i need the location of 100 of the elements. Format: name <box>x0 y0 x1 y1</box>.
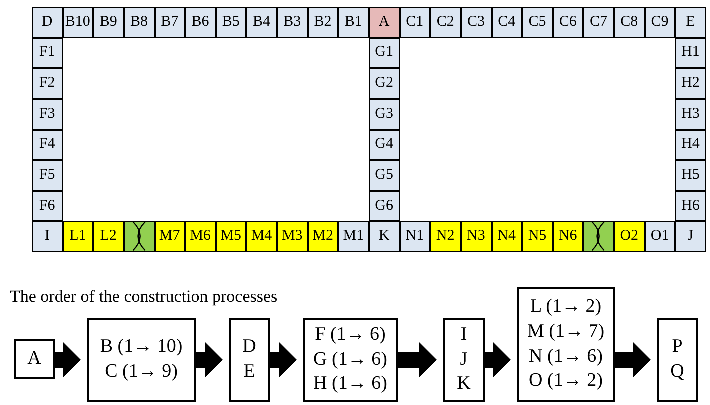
grid-cell <box>32 98 63 130</box>
grid-cell <box>93 7 124 38</box>
process-text: J <box>460 348 468 372</box>
arrow <box>485 342 511 378</box>
cell-label: E <box>686 14 696 30</box>
grid-cell <box>460 221 492 252</box>
cell-label: H4 <box>682 137 700 152</box>
process-text: A <box>28 346 42 371</box>
grid-cell <box>338 221 369 252</box>
grid-cell <box>522 221 553 252</box>
process-text: K <box>457 372 471 396</box>
process-text: M (1→ 7) <box>527 320 605 344</box>
grid-cell <box>62 7 94 38</box>
grid-cell <box>32 221 63 252</box>
grid-cell <box>154 7 186 38</box>
process-text: O (1→ 2) <box>529 369 603 394</box>
grid-cell <box>32 160 63 191</box>
cell-label: M1 <box>343 229 364 244</box>
grid-cell <box>675 130 706 160</box>
process-text: D <box>242 335 256 360</box>
cell-label: F1 <box>39 45 56 60</box>
process-box <box>229 318 270 402</box>
grid-cell <box>246 7 278 38</box>
cell-label: L1 <box>70 229 86 244</box>
cell-label: H6 <box>682 198 700 214</box>
cell-label: F2 <box>39 76 56 92</box>
cell-label: C5 <box>528 14 546 30</box>
grid-cell <box>675 98 706 130</box>
cell-label: I <box>44 229 50 244</box>
process-box <box>443 318 485 402</box>
cell-label: A <box>378 14 390 30</box>
cell-label: F5 <box>39 168 56 183</box>
cell-label: M5 <box>220 229 242 244</box>
arrow <box>270 342 297 378</box>
cell-label: O1 <box>650 229 670 244</box>
cell-label: M7 <box>159 229 180 244</box>
cell-label: B2 <box>314 14 332 30</box>
process-text: G (1→ 6) <box>314 348 388 372</box>
grid-cell <box>308 7 338 38</box>
cell-label: B3 <box>284 14 302 30</box>
cell-label: B10 <box>65 14 90 30</box>
grid-cell <box>154 221 186 252</box>
cell-label: G5 <box>375 168 394 183</box>
grid-cell <box>614 7 645 38</box>
cell-label: N4 <box>498 229 516 244</box>
grid-cell <box>430 221 461 252</box>
grid-cell <box>522 7 553 38</box>
cell-label: M4 <box>251 229 272 244</box>
cell-label: N1 <box>406 229 424 244</box>
grid-cell <box>308 221 338 252</box>
process-text: F (1→ 6) <box>315 322 386 347</box>
grid-cell <box>277 7 308 38</box>
grid-cell <box>675 68 706 99</box>
cell-label: N2 <box>436 229 455 244</box>
cell-label: H2 <box>682 76 700 92</box>
grid-cell <box>675 160 706 191</box>
cell-label: K <box>378 229 390 244</box>
grid-cell <box>644 7 676 38</box>
process-box <box>14 339 55 379</box>
cell-label: C3 <box>467 14 485 30</box>
process-text: P <box>672 335 683 360</box>
cell-label: D <box>42 14 53 30</box>
grid-cell <box>369 7 400 38</box>
arrow <box>398 342 437 378</box>
cell-label: N6 <box>558 229 578 244</box>
grid-cell <box>583 7 614 38</box>
process-text: E <box>244 360 256 384</box>
grid-cell <box>369 38 400 68</box>
cell-label: J <box>688 229 694 244</box>
grid-cell <box>492 221 522 252</box>
cell-label: C1 <box>406 14 424 30</box>
process-box <box>303 318 398 402</box>
grid-cell <box>400 221 430 252</box>
grid-cell <box>552 7 584 38</box>
process-text: H (1→ 6) <box>314 372 388 396</box>
grid-cell <box>369 190 400 222</box>
grid-cell <box>675 38 706 68</box>
cell-label: B8 <box>130 14 148 30</box>
grid-cell <box>93 221 124 252</box>
caption-text: The order of the construction processes <box>10 286 278 308</box>
process-text: L (1→ 2) <box>530 295 602 320</box>
cell-label: B5 <box>222 14 240 30</box>
cell-label: C8 <box>620 14 638 30</box>
grid-cell <box>675 190 706 222</box>
cell-label: G2 <box>375 76 394 92</box>
grid-cell <box>32 190 63 222</box>
cell-label: G1 <box>375 45 394 60</box>
cell-label: F3 <box>39 106 56 122</box>
grid-cell <box>62 221 94 252</box>
grid-cell <box>369 68 400 99</box>
grid-cell <box>185 221 216 252</box>
grid-cell <box>216 221 246 252</box>
cell-label: B1 <box>344 14 362 30</box>
cell-label: C6 <box>559 14 577 30</box>
grid-cell <box>32 7 63 38</box>
cell-label: O2 <box>620 229 639 244</box>
arrow <box>196 342 223 378</box>
grid-cell <box>32 68 63 99</box>
grid-cell <box>400 7 430 38</box>
cell-label: C9 <box>651 14 669 30</box>
